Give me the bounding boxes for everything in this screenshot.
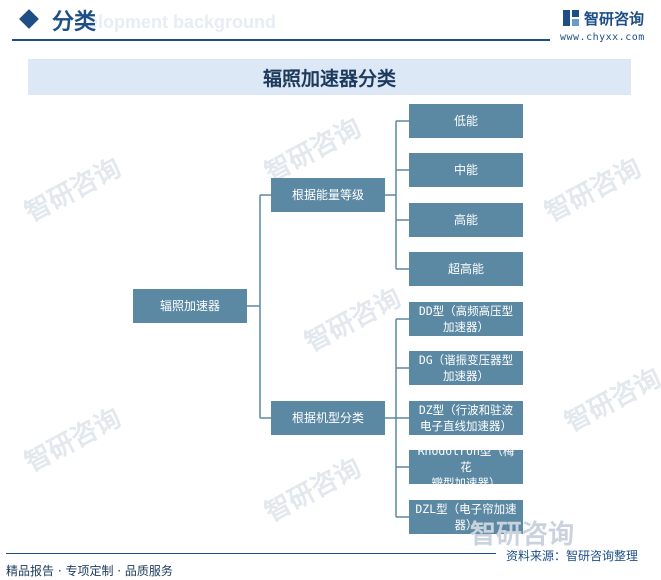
footer-divider [6, 553, 496, 554]
header-divider [12, 39, 550, 41]
leaf-node-label: 低能 [453, 114, 478, 128]
leaf-node-dg-type: DG（谐振变压器型 加速器） [409, 351, 523, 385]
branch-node-label: 根据能量等级 [291, 188, 364, 202]
leaf-node-label-line1: DD型（高频高压型 [418, 304, 514, 318]
leaf-node-label-line1: DZL型（电子帘加速 [415, 502, 517, 516]
brand-name: 智研咨询 [584, 10, 645, 28]
leaf-node-label: 高能 [453, 213, 478, 227]
leaf-node-dz-type: DZ型（行波和驻波 电子直线加速器） [409, 401, 523, 435]
brand-url: www.chyxx.com [560, 32, 645, 43]
branch-node-energy: 根据能量等级 [271, 178, 385, 212]
branch-node-label: 根据机型分类 [291, 411, 364, 425]
leaf-node-high-energy: 高能 [409, 203, 523, 237]
root-node: 辐照加速器 [133, 289, 247, 323]
footer-slogan: 精品报告 · 专项定制 · 品质服务 [6, 564, 173, 578]
leaf-node-rhodotron-type: Rhodotron型（梅花 瓣型加速器） [409, 444, 523, 490]
leaf-node-dd-type: DD型（高频高压型 加速器） [409, 302, 523, 336]
leaf-node-label-line2: 加速器） [443, 320, 489, 334]
root-node-label: 辐照加速器 [159, 299, 220, 313]
data-source: 资料来源：智研咨询整理 [506, 549, 639, 563]
leaf-node-medium-energy: 中能 [409, 153, 523, 187]
leaf-node-label-line1: DG（谐振变压器型 [418, 353, 514, 367]
footer-brand-watermark: 智研咨询 [470, 520, 575, 550]
leaf-node-label-line1: Rhodotron型（梅花 [417, 444, 515, 474]
leaf-node-label-line1: DZ型（行波和驻波 [418, 403, 514, 417]
diagram-title: 辐照加速器分类 [262, 67, 396, 90]
leaf-node-label-line2: 瓣型加速器） [431, 476, 501, 490]
header-ghost-text: elopment background [88, 12, 277, 32]
leaf-node-label-line2: 加速器） [443, 369, 489, 383]
leaf-node-label-line2: 器） [454, 518, 478, 532]
leaf-node-label: 超高能 [447, 262, 484, 276]
brand-logo-icon [563, 10, 579, 26]
leaf-node-low-energy: 低能 [409, 104, 523, 138]
diagram-title-band: 辐照加速器分类 [28, 59, 631, 95]
leaf-node-label: 中能 [453, 163, 478, 177]
leaf-node-dzl-type: DZL型（电子帘加速 器） [409, 500, 523, 534]
page-title: 分类 [52, 10, 97, 35]
leaf-node-ultra-high-energy: 超高能 [409, 252, 523, 286]
leaf-node-label-line2: 电子直线加速器） [420, 419, 512, 433]
branch-node-model: 根据机型分类 [271, 401, 385, 435]
